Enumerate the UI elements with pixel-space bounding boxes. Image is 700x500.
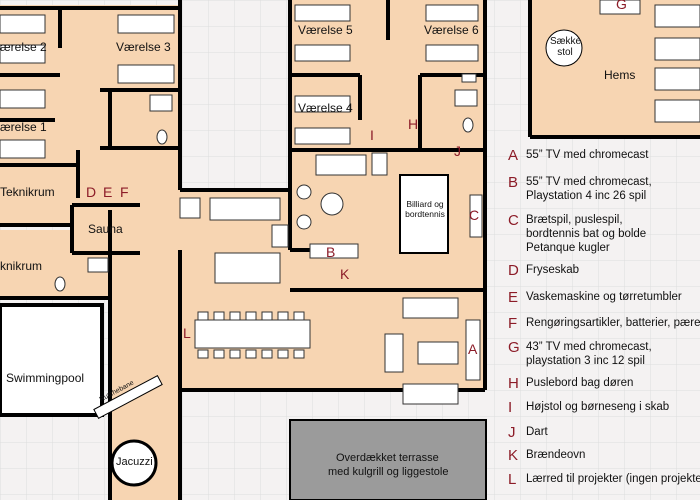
marker-f: F [120, 184, 129, 200]
legend-text: Brætspil, puslespil, bordtennis bat og b… [526, 214, 647, 254]
room-vaerelse4: Værelse 4 [298, 101, 353, 115]
room-teknikrum-2: knikrum [0, 259, 43, 273]
legend-text: Fryseskab [526, 264, 580, 276]
terrace-label-line2: med kulgrill og liggestole [328, 466, 449, 478]
legend-letter: C [508, 212, 519, 229]
marker-c: C [469, 207, 480, 223]
room-jacuzzi: Jacuzzi [116, 456, 153, 468]
legend-item: G 43” TV med chromecast, playstation 3 i… [508, 340, 652, 368]
legend-text: Brændeovn [526, 449, 586, 461]
legend-letter: A [508, 147, 519, 164]
legend-letter: D [508, 262, 519, 279]
legend-letter: B [508, 174, 519, 191]
beds [0, 0, 700, 159]
terrace [289, 419, 487, 500]
marker-l: L [183, 325, 191, 341]
marker-i: I [370, 127, 374, 143]
legend-letter: L [508, 471, 517, 488]
marker-e: E [103, 184, 113, 200]
legend-letter: H [508, 375, 519, 392]
room-vaerelse5: Værelse 5 [298, 23, 353, 37]
room-hems: Hems [604, 68, 636, 82]
pool [0, 303, 104, 417]
legend-item: A 55” TV med chromecast [508, 148, 649, 163]
legend-letter: J [508, 424, 516, 441]
fixtures [54, 29, 583, 487]
legend-text: Vaskemaskine og tørretumbler [526, 291, 682, 303]
room-vaerelse6: Værelse 6 [424, 23, 479, 37]
marker-k: K [340, 266, 350, 282]
legend-item: D Fryseskab [508, 263, 579, 278]
legend-text: 55” TV med chromecast, Playstation 4 inc… [526, 176, 652, 202]
legend-text: Dart [526, 426, 548, 438]
legend-item: F Rengøringsartikler, batterier, pære [508, 316, 700, 331]
legend-text: Puslebord bag døren [526, 377, 634, 389]
slide [93, 375, 163, 419]
legend-item: K Brændeovn [508, 448, 585, 463]
room-vaerelse1: ærelse 1 [0, 120, 47, 134]
label-billiard: Billiard og bordtennis [405, 199, 445, 219]
legend-text: 43” TV med chromecast, playstation 3 inc… [526, 341, 652, 367]
label-saekkestol: Sække stol [550, 36, 582, 58]
legend-text: Lærred til projekter (ingen projekte [526, 473, 700, 485]
room-vaerelse3: Værelse 3 [116, 40, 171, 54]
room-swimmingpool: Swimmingpool [6, 371, 85, 385]
marker-a: A [468, 341, 478, 357]
legend-text: Højstol og børneseng i skab [526, 401, 670, 413]
legend-text: Rengøringsartikler, batterier, pære [526, 317, 700, 329]
legend-item: I Højstol og børneseng i skab [508, 400, 669, 415]
legend-item: H Puslebord bag døren [508, 376, 633, 391]
legend-text: 55” TV med chromecast [526, 149, 649, 161]
marker-d: D [86, 184, 97, 200]
legend-item: B 55” TV med chromecast, Playstation 4 i… [508, 175, 652, 203]
legend-item: L Lærred til projekter (ingen projekte [508, 472, 700, 487]
legend-item: E Vaskemaskine og tørretumbler [508, 290, 682, 305]
legend-letter: E [508, 289, 519, 306]
marker-h: H [408, 116, 419, 132]
marker-b: B [326, 244, 336, 260]
room-sauna: Sauna [88, 222, 123, 236]
legend-letter: F [508, 315, 518, 332]
marker-j: J [454, 143, 461, 159]
marker-g: G [616, 0, 627, 12]
dining-chairs [197, 311, 305, 359]
room-vaerelse2: ærelse 2 [0, 40, 47, 54]
legend-letter: K [508, 447, 519, 464]
legend-letter: I [508, 399, 513, 416]
legend-letter: G [508, 339, 520, 356]
room-teknikrum: Teknikrum [0, 185, 55, 199]
terrace-label-line1: Overdækket terrasse [336, 452, 439, 464]
legend-item: C Brætspil, puslespil, bordtennis bat og… [508, 213, 646, 255]
legend-item: J Dart [508, 425, 548, 440]
